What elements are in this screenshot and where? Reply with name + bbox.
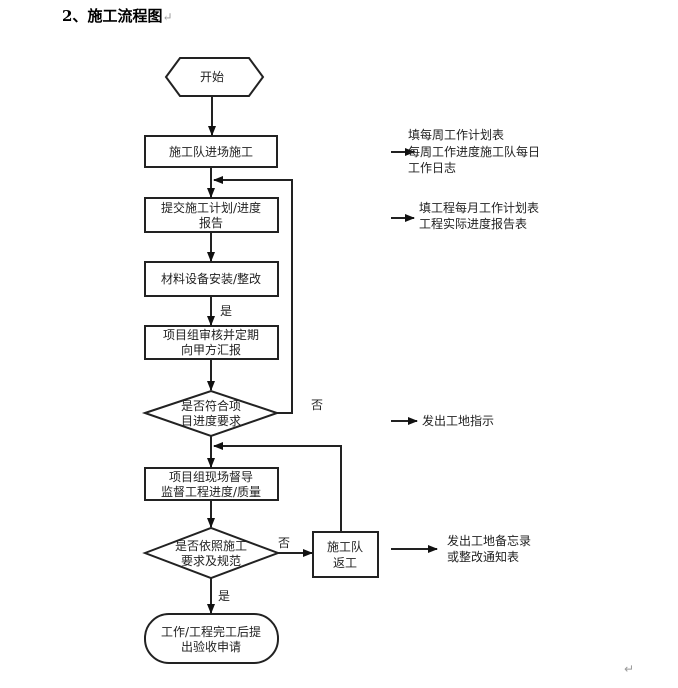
end-line-1: 工作/工程完工后提 xyxy=(161,624,261,639)
note-2-line-1: 填工程每月工作计划表 xyxy=(419,200,539,215)
step-3-line-1: 材料设备安装/整改 xyxy=(161,271,261,286)
step-box-3 xyxy=(144,261,279,297)
no-label-d2: 否 xyxy=(278,536,290,550)
note-1-line-3: 工作日志 xyxy=(408,161,456,175)
note-1-line-2: 每周工作进度施工队每日 xyxy=(408,144,540,159)
step-2-line-1: 提交施工计划/进度 xyxy=(161,200,261,215)
end-terminal-shape xyxy=(144,613,279,664)
end-paragraph-mark-icon: ↵ xyxy=(624,662,635,676)
end-line-2: 出验收申请 xyxy=(181,639,241,654)
start-terminal-shape xyxy=(164,57,265,97)
start-label: 开始 xyxy=(200,70,224,84)
decision-2-line-2: 要求及规范 xyxy=(181,553,241,568)
rework-line-1: 施工队 xyxy=(327,539,363,554)
step-box-5 xyxy=(144,467,279,501)
decision-2-line-1: 是否依照施工 xyxy=(175,538,247,553)
step-5-line-2: 监督工程进度/质量 xyxy=(161,484,261,499)
rework-line-2: 返工 xyxy=(333,556,357,570)
decision-1-line-1: 是否符合项 xyxy=(181,398,241,413)
step-5-line-1: 项目组现场督导 xyxy=(169,469,253,484)
no-label-d1: 否 xyxy=(311,398,323,412)
note-3-line-1: 发出工地指示 xyxy=(422,413,494,428)
note-4-line-1: 发出工地备忘录 xyxy=(447,533,531,548)
step-4-line-2: 向甲方汇报 xyxy=(181,342,241,357)
step-box-4 xyxy=(144,325,279,360)
decision-diamond-2 xyxy=(142,526,281,580)
rework-box xyxy=(312,531,379,578)
step-1-line-1: 施工队进场施工 xyxy=(169,144,253,159)
yes-label-s3-s4: 是 xyxy=(220,304,232,318)
decision-1-line-2: 目进度要求 xyxy=(181,413,241,428)
section-heading: 2、施工流程图↵ xyxy=(62,5,173,26)
note-4-line-2: 或整改通知表 xyxy=(447,549,519,564)
step-box-2 xyxy=(144,197,279,233)
loop-rework-to-s5 xyxy=(213,442,342,532)
step-2-line-2: 报告 xyxy=(199,215,223,230)
step-box-1 xyxy=(144,135,278,168)
step-4-line-1: 项目组审核并定期 xyxy=(163,327,259,342)
heading-title: 施工流程图 xyxy=(87,7,163,25)
yes-label-d2: 是 xyxy=(218,589,230,603)
heading-number: 2、 xyxy=(62,7,88,25)
note-1-line-1: 填每周工作计划表 xyxy=(408,127,504,142)
note-2-line-2: 工程实际进度报告表 xyxy=(419,216,527,231)
paragraph-mark-icon: ↵ xyxy=(162,10,173,24)
loop-d1-no-to-s2 xyxy=(213,176,293,414)
